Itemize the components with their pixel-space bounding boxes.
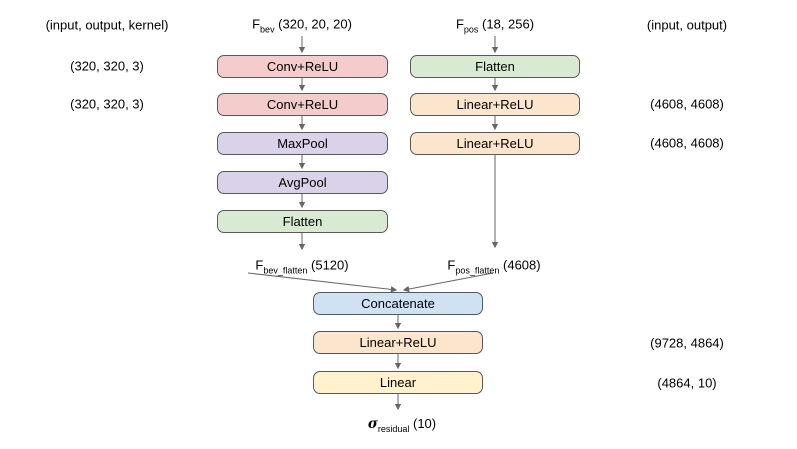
label-fpos-input: Fpos (18, 256) <box>455 16 535 34</box>
node-head-linear: Linear <box>313 371 483 394</box>
label-part: (9728, 4864) <box>650 335 724 351</box>
label-part: F <box>455 16 464 32</box>
label-right-column-header: (input, output) <box>647 19 727 32</box>
node-label: Linear+ReLU <box>456 97 534 112</box>
label-fbev-flatten: Fbev_flatten (5120) <box>255 257 349 275</box>
label-pos-linear-relu2-params: (4608, 4608) <box>650 137 724 150</box>
node-concatenate: Concatenate <box>313 292 483 315</box>
label-part: (4608, 4608) <box>650 96 724 112</box>
label-part: (4608, 4608) <box>650 135 724 151</box>
label-part: (320, 20, 20) <box>274 16 352 32</box>
node-label: Flatten <box>282 214 323 229</box>
edge-fbevflatten-to-concat <box>247 272 398 293</box>
label-part: bev <box>260 24 275 34</box>
label-left-column-header: (input, output, kernel) <box>46 19 169 32</box>
label-part: (input, output) <box>646 17 728 33</box>
node-label: Linear+ReLU <box>456 136 534 151</box>
node-label: Concatenate <box>361 296 435 311</box>
label-bev-conv2-params: (320, 320, 3) <box>70 98 144 111</box>
label-part: F <box>447 257 456 273</box>
label-part: residual <box>377 423 410 434</box>
label-part: σ <box>367 415 378 432</box>
label-part: pos <box>463 24 479 34</box>
node-pos-flatten: Flatten <box>410 55 580 78</box>
label-part: (10) <box>409 415 437 431</box>
node-bev-conv2: Conv+ReLU <box>217 93 388 116</box>
node-label: AvgPool <box>278 175 327 190</box>
label-part: pos_flatten <box>455 265 500 275</box>
label-fbev-input: Fbev (320, 20, 20) <box>252 16 352 34</box>
label-part: (input, output, kernel) <box>45 17 169 33</box>
label-part: (320, 320, 3) <box>70 96 144 112</box>
label-part: F <box>255 257 264 273</box>
label-fpos-flatten: Fpos_flatten (4608) <box>447 257 541 275</box>
label-head-linear-relu-params: (9728, 4864) <box>650 337 724 350</box>
node-pos-linear-relu2: Linear+ReLU <box>410 132 580 155</box>
label-part: (4608) <box>499 257 541 273</box>
node-label: MaxPool <box>277 136 328 151</box>
node-bev-flatten: Flatten <box>217 210 388 233</box>
node-label: Conv+ReLU <box>266 97 339 112</box>
node-label: Linear+ReLU <box>359 335 437 350</box>
node-bev-maxpool: MaxPool <box>217 132 388 155</box>
node-label: Flatten <box>475 59 515 74</box>
label-part: (5120) <box>307 257 349 273</box>
label-sigma-residual-output: σresidual (10) <box>367 415 437 434</box>
node-label: Linear <box>379 375 417 390</box>
label-part: bev_flatten <box>263 265 308 275</box>
edge-fposflatten-to-concat <box>402 272 494 293</box>
node-bev-conv1: Conv+ReLU <box>217 55 388 78</box>
node-head-linear-relu: Linear+ReLU <box>313 331 483 354</box>
label-head-linear-params: (4864, 10) <box>657 377 716 390</box>
label-bev-conv1-params: (320, 320, 3) <box>70 60 144 73</box>
node-pos-linear-relu1: Linear+ReLU <box>410 93 580 116</box>
label-part: (4864, 10) <box>657 375 717 391</box>
label-pos-linear-relu1-params: (4608, 4608) <box>650 98 724 111</box>
label-part: F <box>252 16 261 32</box>
label-part: (18, 256) <box>478 16 535 32</box>
label-part: (320, 320, 3) <box>70 58 144 74</box>
node-bev-avgpool: AvgPool <box>217 171 388 194</box>
node-label: Conv+ReLU <box>266 59 339 74</box>
